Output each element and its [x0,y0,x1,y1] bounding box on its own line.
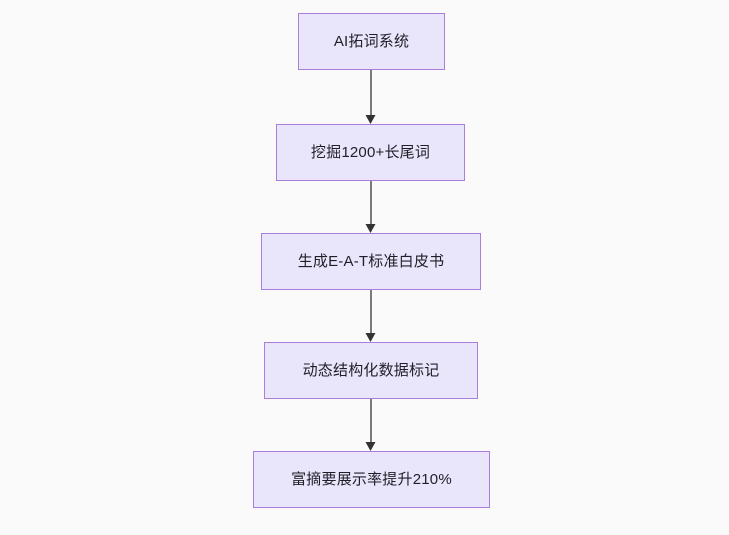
flow-node-rich-snippet-rate-increase[interactable]: 富摘要展示率提升210% [253,451,490,508]
flow-node-ai-keyword-system[interactable]: AI拓词系统 [298,13,445,70]
flow-node-label: AI拓词系统 [333,32,410,50]
arrowhead-icon [365,333,376,342]
arrowhead-icon [365,224,376,233]
flow-node-dynamic-structured-data-markup[interactable]: 动态结构化数据标记 [264,342,478,399]
flow-node-label: 生成E-A-T标准白皮书 [297,252,445,270]
flow-node-label: 挖掘1200+长尾词 [310,143,431,161]
arrowhead-icon [365,115,376,124]
flow-node-mine-longtail-keywords[interactable]: 挖掘1200+长尾词 [276,124,465,181]
edge-line [370,399,372,442]
flow-node-label: 富摘要展示率提升210% [291,470,452,488]
flow-node-generate-eat-whitepaper[interactable]: 生成E-A-T标准白皮书 [261,233,481,290]
edge-line [370,70,372,115]
flow-node-label: 动态结构化数据标记 [302,361,440,379]
edge-line [370,181,372,224]
edge-line [370,290,372,333]
arrowhead-icon [365,442,376,451]
